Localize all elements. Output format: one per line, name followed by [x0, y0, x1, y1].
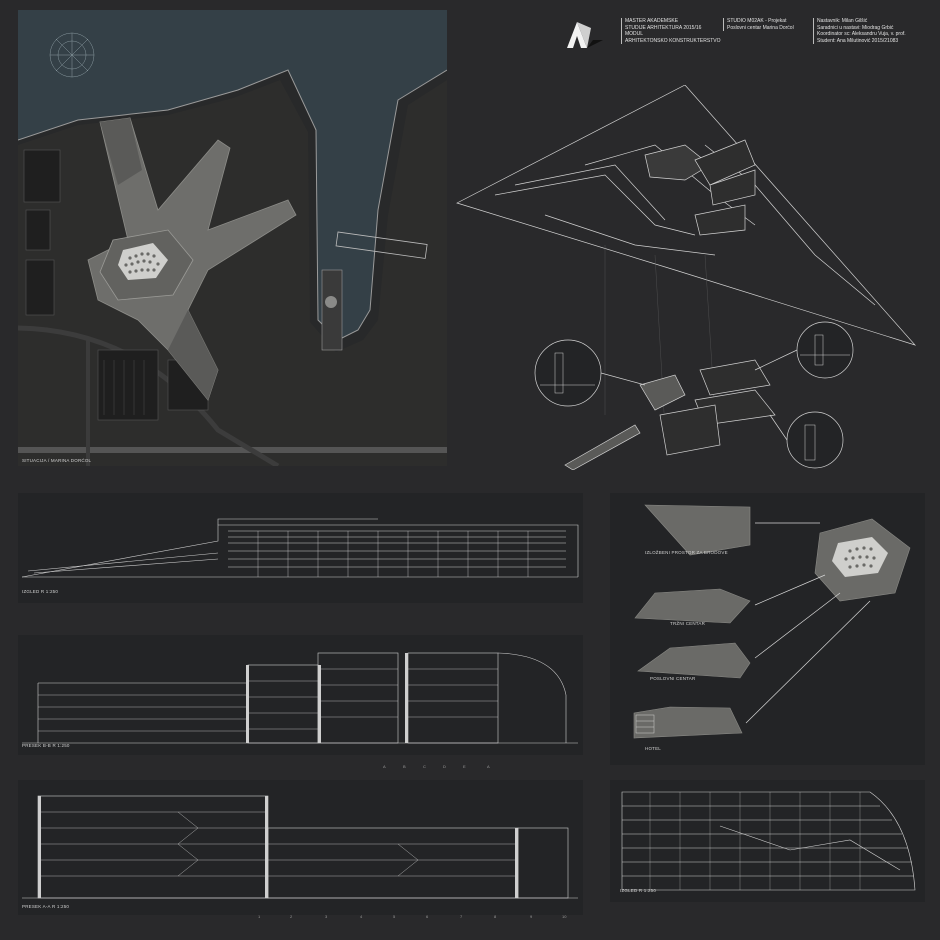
section-b-axis-label: E — [463, 764, 466, 769]
section-a-axis-label: 9 — [530, 914, 533, 919]
site-plan-panel: SITUACIJA / MARINA DORĆOL — [17, 10, 448, 469]
section-b-axis-label: A — [487, 764, 490, 769]
section-a-caption: PRESEK A-A R 1:250 — [22, 904, 70, 909]
elevation-2-drawing — [621, 791, 916, 891]
components-panel: IZLOŽBENI PROSTOR ZA BRODOVE TRŽNI CENTA… — [610, 493, 925, 765]
credits-line: Nastavnik: Milan Gilšić — [817, 18, 868, 24]
section-a-axis-label: 10 — [562, 914, 567, 919]
elevation-1-drawing — [21, 518, 579, 578]
credits-line: Saradnici u nastavi: Miodrag Grbić — [817, 24, 894, 31]
site-plan-drawing — [17, 10, 448, 469]
section-b-caption: PRESEK B-B R 1:250 — [22, 743, 70, 748]
component-label: TRŽNI CENTAR — [670, 621, 706, 626]
section-b-axis-label: B — [403, 764, 406, 769]
section-a-axis-label: 6 — [426, 914, 429, 919]
program-line: MODUL — [625, 31, 644, 37]
credits-line: Koordinator sc: Aleksandru Vuja, v. prof… — [817, 31, 906, 37]
section-a-axis-label: 4 — [360, 914, 363, 919]
components-drawing — [633, 504, 911, 739]
credits-line: Student: Ana Milutinović 2015/21083 — [817, 37, 899, 44]
credits-info: Nastavnik: Milan Gilšić Saradnici u nast… — [813, 18, 906, 44]
axonometric-panel — [455, 84, 925, 471]
studio-info: STUDIO M02AK - Projekat Poslovni centar … — [723, 18, 794, 31]
axonometric-drawing — [456, 84, 917, 471]
section-a-axis-label: 7 — [460, 914, 463, 919]
elevation-2-panel: IZGLED R 1:250 — [610, 780, 925, 902]
section-b-axis-label: C — [423, 764, 426, 769]
program-line: STUDIJE ARHITEKTURA 2015/16 — [625, 24, 702, 31]
component-label: POSLOVNI CENTAR — [650, 676, 696, 681]
studio-line: STUDIO M02AK - Projekat — [727, 18, 787, 24]
component-label: IZLOŽBENI PROSTOR ZA BRODOVE — [645, 550, 728, 555]
section-a-axis-label: 8 — [494, 914, 497, 919]
elevation-1-panel: IZGLED R 1:250 — [18, 493, 583, 603]
section-a-axis-label: 1 — [258, 914, 261, 919]
section-a-axis-label: 3 — [325, 914, 328, 919]
section-a-panel: PRESEK A-A R 1:250 — [18, 780, 583, 915]
elevation-1-caption: IZGLED R 1:250 — [22, 589, 59, 594]
component-label: HOTEL — [645, 746, 662, 751]
studio-line: Poslovni centar Marina Dorćol — [727, 24, 794, 31]
program-line: ARHITEKTONSKO KONSTRUKTERSTVO — [625, 37, 721, 44]
section-b-axis-label: A — [383, 764, 386, 769]
section-a-axis-label: 2 — [290, 914, 293, 919]
studio-logo — [563, 18, 615, 50]
program-line: MASTER AKADEMSKE — [625, 18, 679, 24]
section-b-drawing — [22, 652, 578, 744]
program-info: MASTER AKADEMSKE STUDIJE ARHITEKTURA 201… — [621, 18, 720, 44]
section-a-drawing — [22, 795, 578, 899]
section-a-axis-label: 5 — [393, 914, 396, 919]
site-plan-caption: SITUACIJA / MARINA DORĆOL — [22, 458, 92, 463]
section-b-panel: PRESEK B-B R 1:250 — [18, 635, 583, 755]
elevation-2-caption: IZGLED R 1:250 — [620, 888, 657, 893]
section-b-axis-label: D — [443, 764, 446, 769]
